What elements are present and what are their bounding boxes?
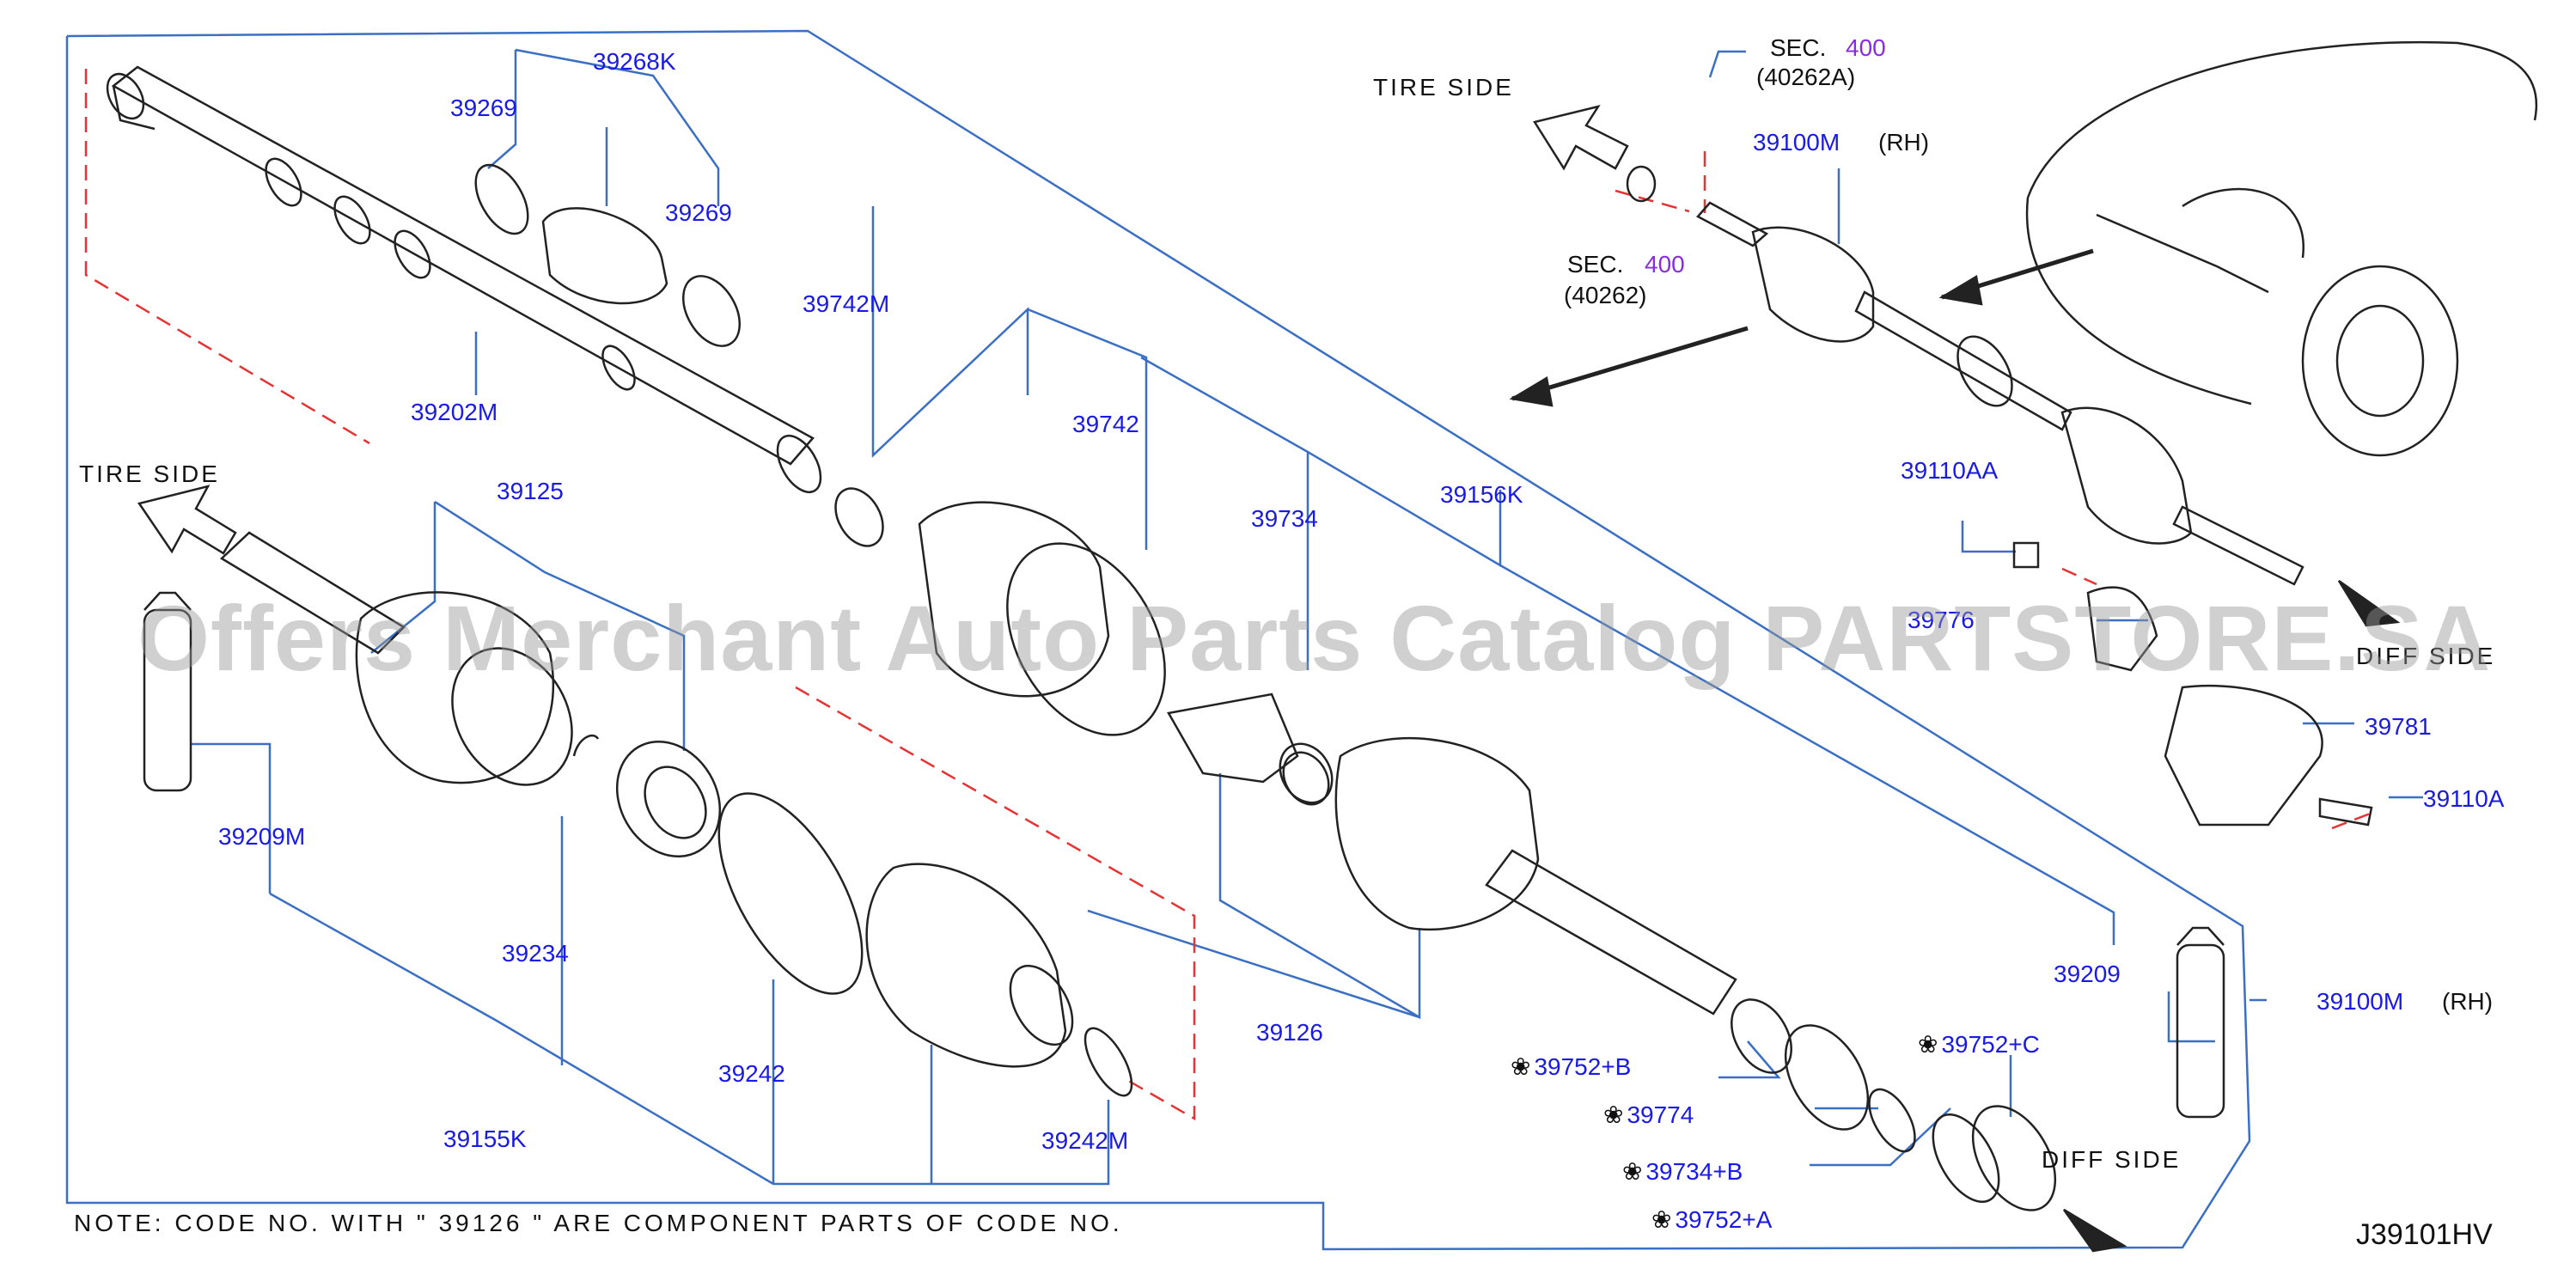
label-39752-B-text: 39752+B: [1534, 1053, 1632, 1080]
component-star-icon: ❀: [1511, 1053, 1531, 1080]
diff-joint-parts: [1334, 736, 2225, 1211]
label-39734-B[interactable]: ❀39734+B: [1622, 1158, 1743, 1186]
label-39209[interactable]: 39209: [2054, 961, 2121, 987]
label-sec-b-number[interactable]: 400: [1645, 251, 1685, 278]
label-39774[interactable]: ❀39774: [1603, 1101, 1694, 1129]
assembled-driveshaft: [1626, 165, 2304, 586]
vehicle-outline: [2025, 40, 2538, 457]
label-39269-top[interactable]: 39269: [450, 95, 517, 121]
label-tire-side-left: TIRE SIDE: [79, 461, 220, 487]
label-39156K[interactable]: 39156K: [1440, 481, 1523, 508]
hidden-lines: [84, 69, 2378, 1121]
label-39752-C[interactable]: ❀39752+C: [1918, 1031, 2040, 1058]
component-star-icon: ❀: [1651, 1206, 1672, 1233]
footnote: NOTE: CODE NO. WITH " 39126 " ARE COMPON…: [74, 1210, 1123, 1236]
label-39742M[interactable]: 39742M: [803, 290, 890, 317]
label-sec-b-code: (40262): [1564, 282, 1647, 308]
label-rh-top: (RH): [1878, 129, 1930, 156]
label-diff-side-bottom: DIFF SIDE: [2042, 1146, 2182, 1173]
label-39268K[interactable]: 39268K: [593, 48, 676, 75]
label-39742[interactable]: 39742: [1072, 411, 1139, 437]
direction-arrows: [137, 105, 2401, 1253]
label-39100M-bottom[interactable]: 39100M: [2317, 988, 2404, 1015]
label-sec-a: SEC.: [1770, 34, 1827, 61]
component-star-icon: ❀: [1918, 1031, 1938, 1058]
bracket-parts: [2012, 541, 2373, 827]
label-39202M[interactable]: 39202M: [411, 399, 498, 425]
label-39781[interactable]: 39781: [2365, 713, 2432, 740]
assembly-frame: [65, 29, 2251, 1251]
label-39110A[interactable]: 39110A: [2423, 785, 2505, 812]
label-39752-A-text: 39752+A: [1675, 1206, 1773, 1233]
label-tire-side-top: TIRE SIDE: [1373, 74, 1514, 101]
label-39242[interactable]: 39242: [718, 1060, 785, 1087]
label-39774-text: 39774: [1627, 1101, 1694, 1128]
inner-shaft: [106, 65, 822, 493]
diagram-code: J39101HV: [2356, 1218, 2493, 1251]
watermark: Offers Merchant Auto Parts Catalog PARTS…: [137, 586, 2492, 690]
boot-band-parts: [474, 163, 1334, 806]
component-star-icon: ❀: [1603, 1101, 1624, 1128]
label-39110AA[interactable]: 39110AA: [1901, 457, 1999, 484]
label-39125[interactable]: 39125: [497, 478, 564, 504]
label-sec-b: SEC.: [1567, 251, 1624, 278]
label-39126[interactable]: 39126: [1256, 1019, 1323, 1046]
label-39752-A[interactable]: ❀39752+A: [1651, 1206, 1772, 1234]
outer-joint-parts: [143, 531, 1133, 1097]
label-39209M[interactable]: 39209M: [218, 823, 306, 850]
label-39752-B[interactable]: ❀39752+B: [1511, 1053, 1631, 1081]
label-diff-side-top: DIFF SIDE: [2356, 643, 2496, 669]
label-39234[interactable]: 39234: [502, 940, 569, 967]
label-39100M-top[interactable]: 39100M: [1753, 129, 1840, 156]
label-39269-right[interactable]: 39269: [665, 199, 732, 226]
label-39776[interactable]: 39776: [1908, 607, 1975, 633]
label-sec-a-number[interactable]: 400: [1846, 34, 1886, 61]
label-rh-bottom: (RH): [2442, 988, 2494, 1015]
leader-lines: [191, 48, 2423, 1186]
label-sec-a-code: (40262A): [1756, 64, 1856, 90]
label-39155K[interactable]: 39155K: [443, 1126, 527, 1152]
label-39734-B-text: 39734+B: [1645, 1158, 1743, 1185]
component-star-icon: ❀: [1622, 1158, 1643, 1185]
label-39752-C-text: 39752+C: [1941, 1031, 2040, 1058]
label-39242M[interactable]: 39242M: [1041, 1127, 1129, 1154]
label-39734[interactable]: 39734: [1251, 505, 1318, 532]
